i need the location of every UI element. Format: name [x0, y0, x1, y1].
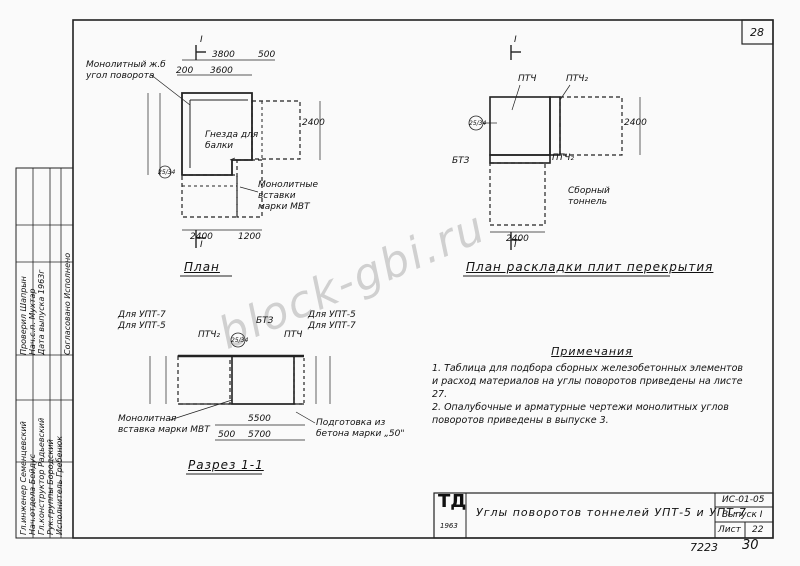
plan-title: План: [184, 260, 220, 274]
section-view: [149, 332, 331, 441]
section-label-prep: Подготовка из: [316, 418, 386, 428]
notes-heading: Примечания: [551, 345, 633, 358]
approval-row-8: Дата выпуска 1963г: [37, 269, 46, 356]
section-label-ptch-r: ПТЧ: [284, 330, 303, 340]
plan-callout: 25/34: [158, 169, 176, 176]
plan-view: [147, 45, 321, 248]
plan-label-inserts-2: вставки: [258, 191, 296, 201]
stamp-series: ИС-01-05: [722, 495, 765, 505]
approval-row-1: Гл.инженер Семенцевский: [19, 421, 28, 535]
layout-plan-view: [468, 45, 641, 250]
section-label-upt-right-2: Для УПТ-7: [308, 321, 356, 331]
approval-table: [15, 167, 74, 539]
approval-row-5: Исполнитель Гребенюк: [55, 435, 64, 535]
layout-label-ptch2: ПТЧ₂: [566, 74, 589, 84]
plan-dim-2: 500: [258, 50, 276, 60]
stamp-issue: Выпуск I: [722, 510, 763, 520]
section-label-insert-2: вставка марки МВТ: [118, 425, 210, 435]
stamp-year: 1963: [440, 522, 458, 530]
plan-dim-3: 200: [176, 66, 194, 76]
plan-section-mark-bottom: I: [200, 240, 203, 250]
plan-dim-7: 2400: [302, 118, 325, 128]
note-item-2: 2. Опалубочные и арматурные чертежи моно…: [432, 402, 729, 426]
plan-label-inserts-3: марки МВТ: [258, 202, 310, 212]
note-item-1: 1. Таблица для подбора сборных железобет…: [432, 363, 744, 400]
layout-section-mark-top: I: [514, 35, 517, 45]
approval-row-6: Проверил Шапрын: [19, 276, 28, 355]
layout-dim-1: 2400: [506, 234, 529, 244]
bottom-page: 30: [742, 538, 759, 553]
stamp-sheet-value: 22: [752, 525, 764, 535]
sheet-frame: [72, 19, 774, 539]
layout-label-tunnel-2: тоннель: [568, 197, 608, 207]
section-label-prep-2: бетона марки „50": [316, 429, 405, 439]
approval-row-4: Рук.группы Бородский: [46, 439, 55, 535]
layout-plan-title: План раскладки плит перекрытия: [466, 260, 714, 274]
stamp-logo: ТД: [438, 491, 467, 512]
plan-dim-11: 1200: [238, 232, 261, 242]
layout-label-bt3: БТЗ: [452, 156, 470, 166]
approval-row-2: Нач.отдела Бейдус: [28, 453, 37, 535]
bottom-code: 7223: [690, 541, 718, 554]
section-label-upt-right: Для УПТ-5: [308, 310, 356, 320]
layout-label-ptch: ПТЧ: [518, 74, 537, 84]
stamp-frame: [433, 492, 774, 539]
plan-dim-1: 3800: [212, 50, 235, 60]
approval-row-9: Согласовано Исполнено: [63, 252, 72, 355]
section-dim-5500: 5500: [248, 414, 271, 424]
plan-label-inserts: Монолитные: [258, 180, 319, 190]
section-label-bt3: БТЗ: [256, 316, 274, 326]
section-title: Разрез 1-1: [188, 458, 264, 472]
plan-label-nests: Гнезда для: [205, 130, 259, 140]
notes-block: Примечания 1. Таблица для подбора сборны…: [432, 345, 752, 427]
layout-label-ptch3: ПТЧ₂: [552, 153, 575, 163]
plan-label-nests-2: балки: [205, 141, 234, 151]
section-label-insert: Монолитная: [118, 414, 177, 424]
plan-section-mark-top: I: [200, 35, 203, 45]
section-dim-500: 500: [218, 430, 236, 440]
plan-label-monolith-2: угол поворота: [86, 71, 155, 81]
section-label-ptch: ПТЧ₂: [198, 330, 221, 340]
plan-dim-4: 3600: [210, 66, 233, 76]
layout-label-tunnel: Сборный: [568, 186, 610, 196]
section-label-upt-left: Для УПТ-7: [118, 310, 166, 320]
approval-row-3: Гл.конструктор Радьевский: [37, 417, 46, 535]
plan-dim-10: 2400: [190, 232, 213, 242]
sheet-number: 28: [750, 26, 764, 39]
stamp-title: Углы поворотов тоннелей УПТ-5 и УПТ-7: [476, 506, 747, 519]
layout-callout: 25/34: [469, 120, 487, 127]
plan-label-monolith: Монолитный ж.б: [86, 60, 166, 70]
section-callout: 25/34: [231, 337, 249, 344]
approval-row-7: Нач.с.п. Мухтар: [28, 288, 37, 355]
layout-section-mark-bottom: I: [514, 240, 517, 250]
layout-dim-2: 2400: [624, 118, 647, 128]
stamp-sheet-label: Лист: [718, 525, 741, 535]
sheet-number-box: [741, 19, 774, 45]
section-label-upt-left-2: Для УПТ-5: [118, 321, 166, 331]
section-dim-5700: 5700: [248, 430, 271, 440]
